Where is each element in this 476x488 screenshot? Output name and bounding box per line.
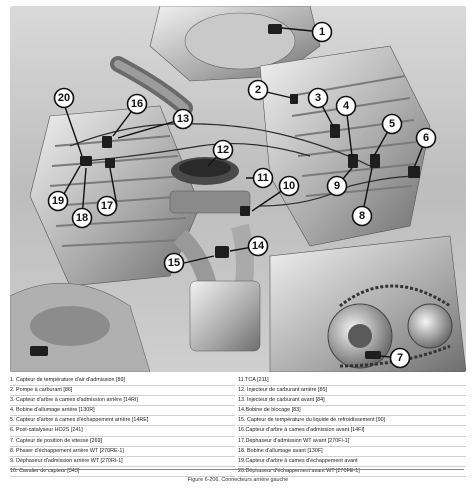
legend-item-5: 5. Capteur d'arbre à cames d'échappement… (10, 416, 235, 427)
callout-15: 15 (163, 252, 185, 274)
callout-11: 11 (252, 167, 274, 189)
callout-6: 6 (415, 127, 437, 149)
callout-18: 18 (71, 207, 93, 229)
svg-text:15: 15 (168, 257, 180, 269)
svg-text:7: 7 (397, 352, 403, 364)
legend-item-2: 2. Pompe à carburant [86] (10, 386, 235, 397)
svg-text:2: 2 (255, 84, 261, 96)
callout-9: 9 (326, 175, 348, 197)
legend-item-1: 1. Capteur de température d'air d'admiss… (10, 376, 235, 387)
svg-text:14: 14 (252, 240, 265, 252)
callout-14: 14 (247, 235, 269, 257)
svg-text:11: 11 (257, 172, 269, 184)
legend-item-6: 6. Post-catalyseur HO2S [241] (10, 426, 235, 437)
legend-item-11: 11.TCA [211] (238, 376, 466, 387)
svg-text:12: 12 (217, 144, 229, 156)
intake-pipes (173, 223, 261, 352)
fuel-hose (110, 56, 193, 116)
legend-column-left: 1. Capteur de température d'air d'admiss… (10, 376, 235, 477)
legend-item-7: 7. Capteur de position de vitesse [269] (10, 437, 235, 447)
legend-item-15: 15. Capteur de température du liquide de… (238, 416, 466, 427)
callout-2: 2 (247, 79, 269, 101)
svg-text:16: 16 (131, 98, 143, 110)
callout-13: 13 (172, 108, 194, 130)
callout-20: 20 (53, 87, 75, 109)
legend-item-14: 14.Bobine de blocage [83] (238, 406, 466, 417)
svg-text:4: 4 (343, 100, 350, 112)
connectors (30, 24, 420, 359)
callout-8: 8 (351, 205, 373, 227)
callout-16: 16 (126, 93, 148, 115)
svg-text:3: 3 (315, 92, 321, 104)
wiring-harness (69, 123, 421, 207)
svg-text:5: 5 (389, 118, 395, 130)
svg-text:6: 6 (423, 132, 429, 144)
svg-text:9: 9 (334, 180, 340, 192)
legend-bottom-rule (10, 469, 464, 470)
callout-4: 4 (335, 95, 357, 117)
legend-item-9: 9. Déphaseur d'admission arrière WT [270… (10, 457, 235, 467)
svg-text:18: 18 (76, 212, 88, 224)
callout-1: 1 (311, 21, 333, 43)
callout-17: 17 (96, 195, 118, 217)
callout-3: 3 (307, 87, 329, 109)
legend-item-4: 4. Bobine d'allumage arrière [130R] (10, 406, 235, 417)
callout-12: 12 (212, 139, 234, 161)
legend-item-17: 17.Déphaseur d'admission WT avant [270FI… (238, 437, 466, 447)
legend-item-19: 19.Capteur d'arbre à cames d'échappement… (238, 457, 466, 467)
legend-item-3: 3. Capteur d'arbre à cames d'admission a… (10, 396, 235, 407)
svg-text:20: 20 (58, 92, 70, 104)
legend-item-16: 16.Capteur d'arbre à cames d'admission a… (238, 426, 466, 437)
callout-5: 5 (381, 113, 403, 135)
engine-figure: 1 2 3 4 5 6 7 8 9 10 11 12 13 14 15 16 1… (10, 6, 466, 372)
svg-text:13: 13 (177, 113, 189, 125)
svg-text:8: 8 (359, 210, 365, 222)
engine-illustration: 1 2 3 4 5 6 7 8 9 10 11 12 13 14 15 16 1… (10, 6, 466, 372)
crankcase (269, 235, 466, 372)
callout-7: 7 (389, 347, 411, 369)
callout-19: 19 (47, 190, 69, 212)
rear-cylinder (259, 45, 431, 247)
figure-caption: Figure 6-206. Connecteurs arrière gauche (187, 477, 289, 483)
legend-item-10: 10. Cavalier de capteur [343] (10, 467, 235, 477)
legend-item-20: 20.Déphaseur d'échappement avant WT [270… (238, 467, 466, 477)
svg-text:19: 19 (52, 195, 64, 207)
legend-column-right: 11.TCA [211] 12. Injecteur de carburant … (238, 376, 466, 477)
legend-item-12: 12. Injecteur de carburant arrière [85] (238, 386, 466, 397)
legend-item-8: 8. Phaser d'échappement arrière WT [270R… (10, 447, 235, 457)
callout-10: 10 (278, 175, 300, 197)
central-assembly (169, 157, 251, 214)
legend-item-18: 18. Bobine d'allumage avant [130F] (238, 447, 466, 457)
legend-item-13: 13. Injecteur de carburant avant [84] (238, 396, 466, 407)
svg-text:1: 1 (319, 26, 325, 38)
svg-text:17: 17 (101, 200, 113, 212)
svg-text:10: 10 (283, 180, 295, 192)
